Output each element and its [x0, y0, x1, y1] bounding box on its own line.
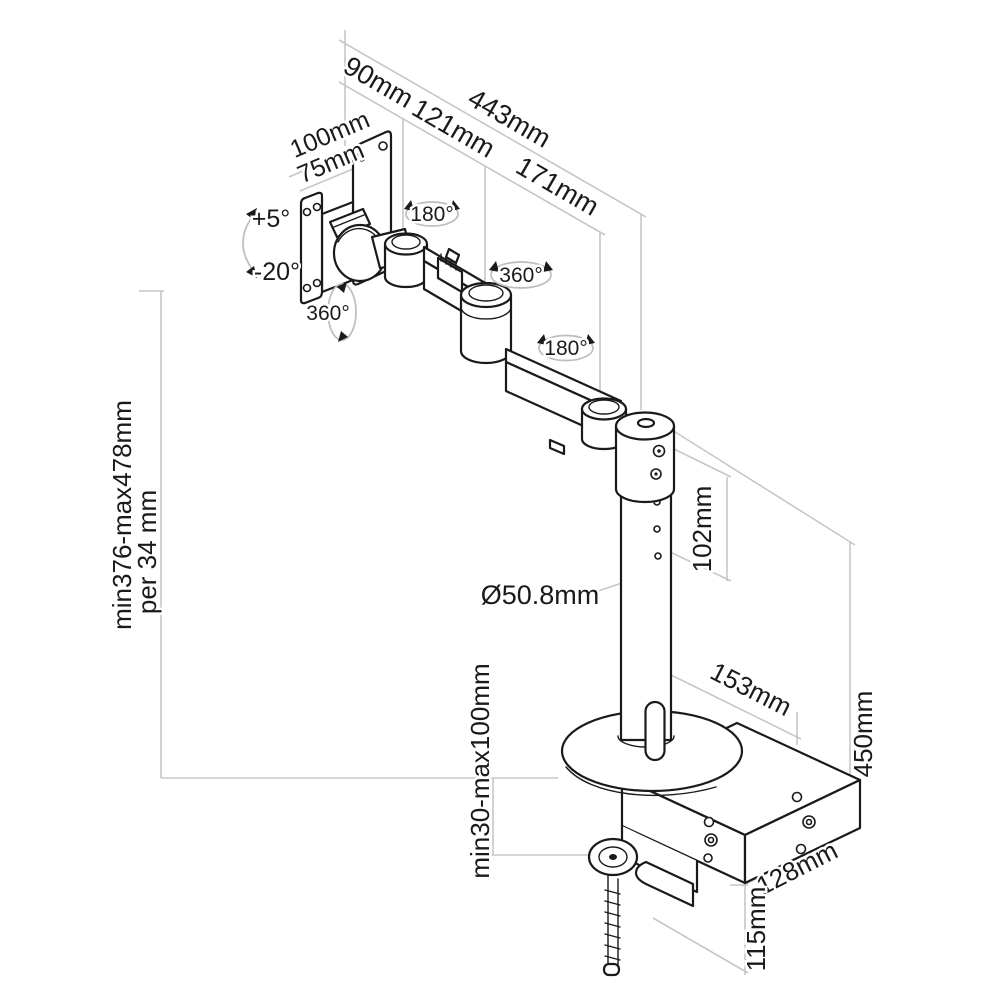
arrow-right-icon	[450, 200, 460, 211]
label-elbow-swivel: 180°	[410, 203, 453, 226]
monitor-arm-product	[299, 130, 862, 977]
label-base-depth: 153mm	[706, 656, 797, 722]
base-swivel-arc	[537, 334, 595, 362]
angle-annotations	[242, 200, 595, 362]
arm-rotation-arc	[489, 261, 553, 289]
joint1-cylinder	[383, 232, 429, 289]
clamp-screw	[587, 837, 639, 977]
ext-line-115-bottom	[652, 917, 749, 974]
label-arm-segment-3: 171mm	[511, 151, 604, 222]
label-pole-diameter: Ø50.8mm	[481, 580, 600, 610]
label-height-range-2: per 34 mm	[132, 490, 162, 614]
leader-line-diameter	[588, 582, 623, 595]
pole-slot	[644, 700, 666, 762]
arrow-left-icon	[537, 334, 547, 345]
pole-collar	[614, 411, 676, 504]
arrow-right-icon	[543, 261, 553, 272]
tilt-bracket	[328, 207, 372, 239]
label-clamp-height: 115mm	[741, 887, 771, 972]
ext-line-102-bottom	[667, 550, 732, 582]
arrow-down-icon	[338, 331, 348, 342]
arrow-left-icon	[489, 261, 499, 272]
vesa-rotation-arc	[327, 282, 357, 342]
elbow-swivel-arc	[404, 200, 460, 227]
clamp-foot	[634, 860, 695, 908]
label-pole-pitch: 102mm	[687, 486, 717, 573]
arrow-down-icon	[246, 266, 257, 278]
dim-line-segments	[338, 81, 606, 236]
label-tilt-up: +5°	[252, 205, 291, 233]
label-clamp-opening: min30-max100mm	[465, 663, 495, 878]
screw-tip	[602, 962, 621, 977]
arrow-up-icon	[246, 208, 257, 220]
ext-line-102-top	[673, 448, 732, 478]
arrow-up-icon	[337, 282, 347, 293]
tilt-arc	[242, 208, 257, 278]
ext-line-450-top	[671, 429, 856, 546]
label-height-range-1: min376-max478mm	[107, 400, 137, 630]
label-arm-rotation: 360°	[499, 264, 542, 287]
pole-column	[617, 487, 675, 762]
elbow-cylinder	[459, 281, 513, 365]
label-column-height: 450mm	[848, 691, 878, 778]
angle-labels: +5° -20° 360° 180° 360° 180°	[249, 201, 590, 363]
label-tilt-down: -20°	[254, 258, 300, 286]
dim-line-total-443	[338, 39, 647, 218]
label-base-swivel: 180°	[544, 337, 587, 360]
dim-line-153	[662, 670, 802, 740]
label-vesa-rotation: 360°	[306, 302, 349, 325]
arrow-left-icon	[404, 200, 414, 211]
vesa-plate-75	[299, 191, 324, 305]
arrow-right-icon	[585, 334, 595, 345]
